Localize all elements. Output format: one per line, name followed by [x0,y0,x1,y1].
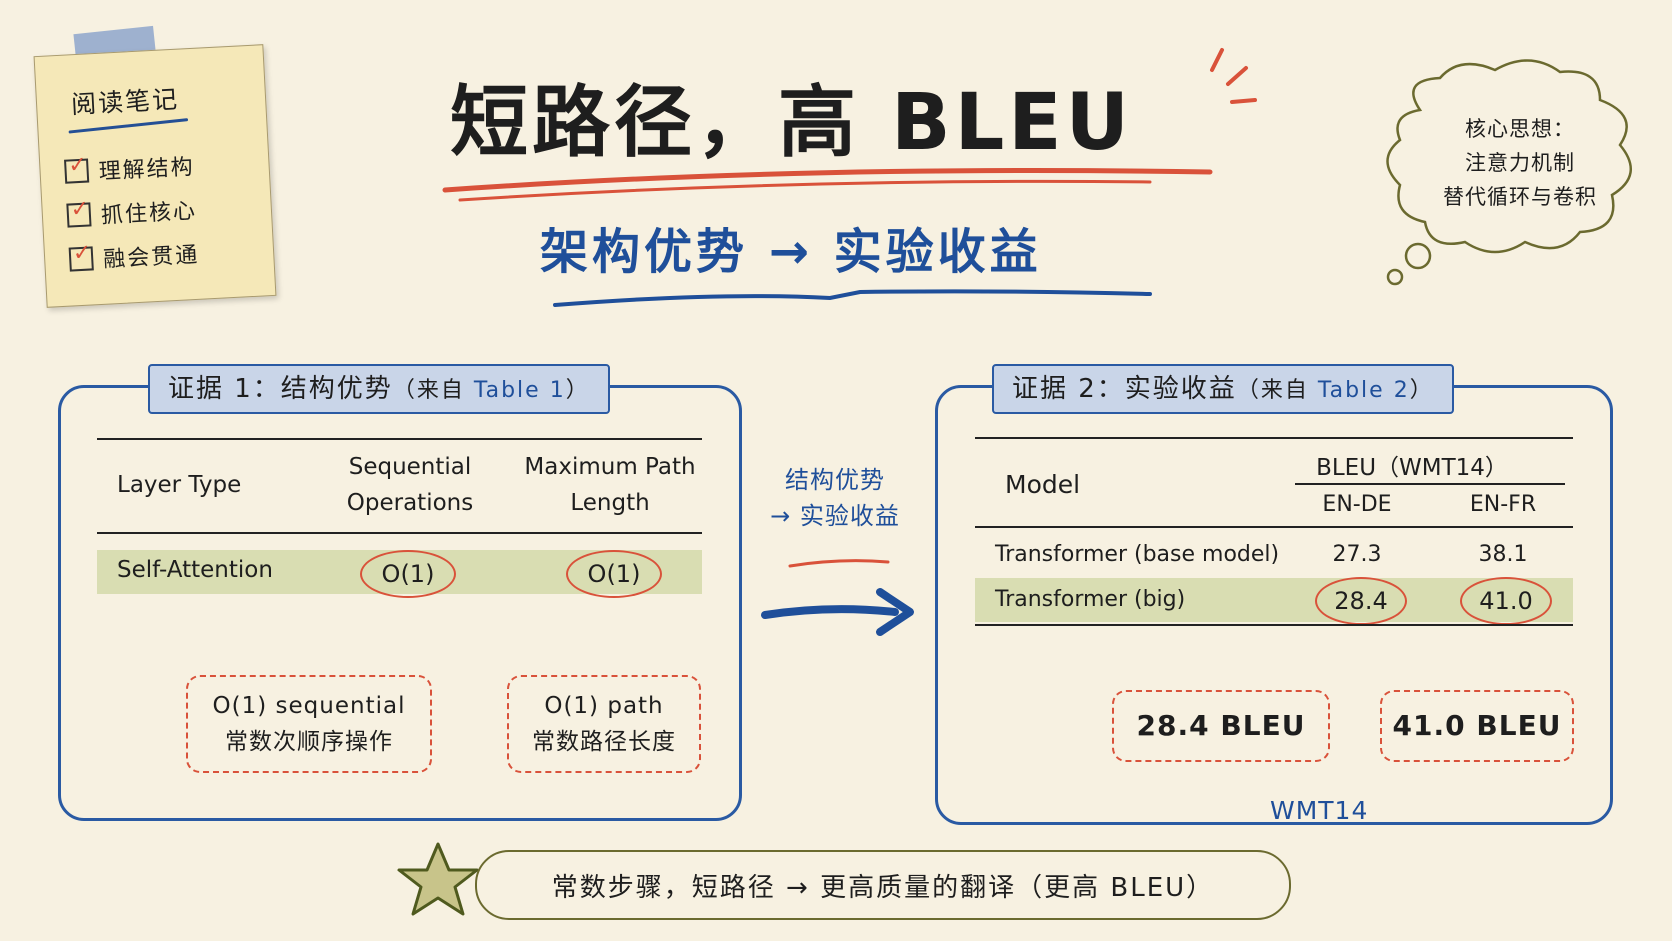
oval-seq-ops: O(1) [360,550,456,598]
callout-line: 常数次顺序操作 [225,729,393,755]
cloud-line: 替代循环与卷积 [1443,185,1597,209]
header-sub-rule [1295,483,1565,485]
tab-main-label: 证据 2：实验收益 [1012,374,1237,404]
cloud-line: 核心思想： [1465,117,1575,141]
thought-bubble-dot [1386,268,1404,286]
header-seq-ops: Sequential [348,454,472,480]
sparkle-icon [1210,48,1224,72]
value-seq-ops: O(1) [381,560,435,588]
sparkle-icon [1230,98,1257,104]
cell-en-de: 27.3 [1332,542,1382,567]
tab-ref: Table 1 [473,378,566,403]
title-underline [442,167,1213,193]
star-icon [397,842,479,916]
big-arrow-icon [761,605,899,619]
evidence-tab-2: 证据 2：实验收益（来自 Table 2） [992,364,1454,414]
cloud-text: 核心思想： 注意力机制 替代循环与卷积 [1415,112,1625,214]
header-model: Model [1005,470,1081,499]
header-max-path: Maximum Path [524,454,696,480]
callout-line: O(1) sequential [212,693,406,719]
header-seq-ops-2: Operations [346,490,474,516]
conclusion-text: 常数步骤，短路径 → 更高质量的翻译（ [551,872,1045,903]
mid-label: 结构优势 → 实验收益 [750,462,920,534]
callout-bleu-en-de: 28.4 BLEU [1112,690,1330,762]
callout-value: 41.0 BLEU [1392,709,1562,742]
callout-seq-ops: O(1) sequential 常数次顺序操作 [186,675,432,773]
page-subtitle: 架构优势 → 实验收益 [540,224,1042,280]
table-rule-top [975,437,1573,439]
value-en-fr: 41.0 [1479,587,1533,615]
subtitle-underline [553,289,1152,307]
tab-suffix: ） [1409,378,1434,403]
tab-main-label: 证据 1：结构优势 [168,374,393,404]
cell-model: Transformer (big) [995,587,1186,612]
callout-value: 28.4 BLEU [1136,709,1306,742]
cell-en-fr: 38.1 [1478,542,1528,567]
oval-max-path: O(1) [566,550,662,598]
header-bleu: BLEU（WMT14） [1316,455,1508,481]
conclusion-end: ） [1186,872,1215,903]
cloud-line: 注意力机制 [1465,151,1575,175]
cell-model: Transformer (base model) [995,542,1280,567]
evidence-panel-1 [58,385,742,821]
table-rule-top [97,438,702,440]
sparkle-icon [1226,66,1248,86]
callout-line: O(1) path [544,693,664,719]
tab-prefix: （来自 [1236,378,1318,403]
cell-self-attention: Self-Attention [117,557,273,583]
tab-ref: Table 2 [1317,378,1410,403]
page-title: 短路径，高 BLEU [450,78,1133,168]
tab-suffix: ） [565,378,590,403]
conclusion-highlight: 更高 BLEU [1044,872,1187,903]
header-layer-type: Layer Type [117,472,242,498]
table-rule-mid [975,526,1573,528]
value-en-de: 28.4 [1334,587,1388,615]
thought-bubble-dot [1404,242,1432,270]
header-en-fr: EN-FR [1469,492,1537,517]
big-arrow-head-icon [876,588,914,636]
thought-cloud [1386,59,1633,254]
mid-label-underline [788,559,890,568]
conclusion-banner: 常数步骤，短路径 → 更高质量的翻译（更高 BLEU） [475,850,1291,920]
title-underline-2 [458,179,1152,202]
table-rule-bottom [975,624,1573,626]
header-en-de: EN-DE [1322,492,1392,517]
callout-path: O(1) path 常数路径长度 [507,675,701,773]
oval-en-fr: 41.0 [1460,577,1552,625]
table-rule-mid [97,532,702,534]
mid-label-line: 结构优势 [785,466,885,494]
evidence-tab-1: 证据 1：结构优势（来自 Table 1） [148,364,610,414]
tab-prefix: （来自 [392,378,474,403]
header-max-path-2: Length [570,490,650,516]
oval-en-de: 28.4 [1315,577,1407,625]
value-max-path: O(1) [587,560,641,588]
mid-label-line: → 实验收益 [770,502,900,530]
callout-bleu-en-fr: 41.0 BLEU [1380,690,1574,762]
callout-line: 常数路径长度 [532,729,676,755]
brace-label: WMT14 [1270,796,1369,825]
